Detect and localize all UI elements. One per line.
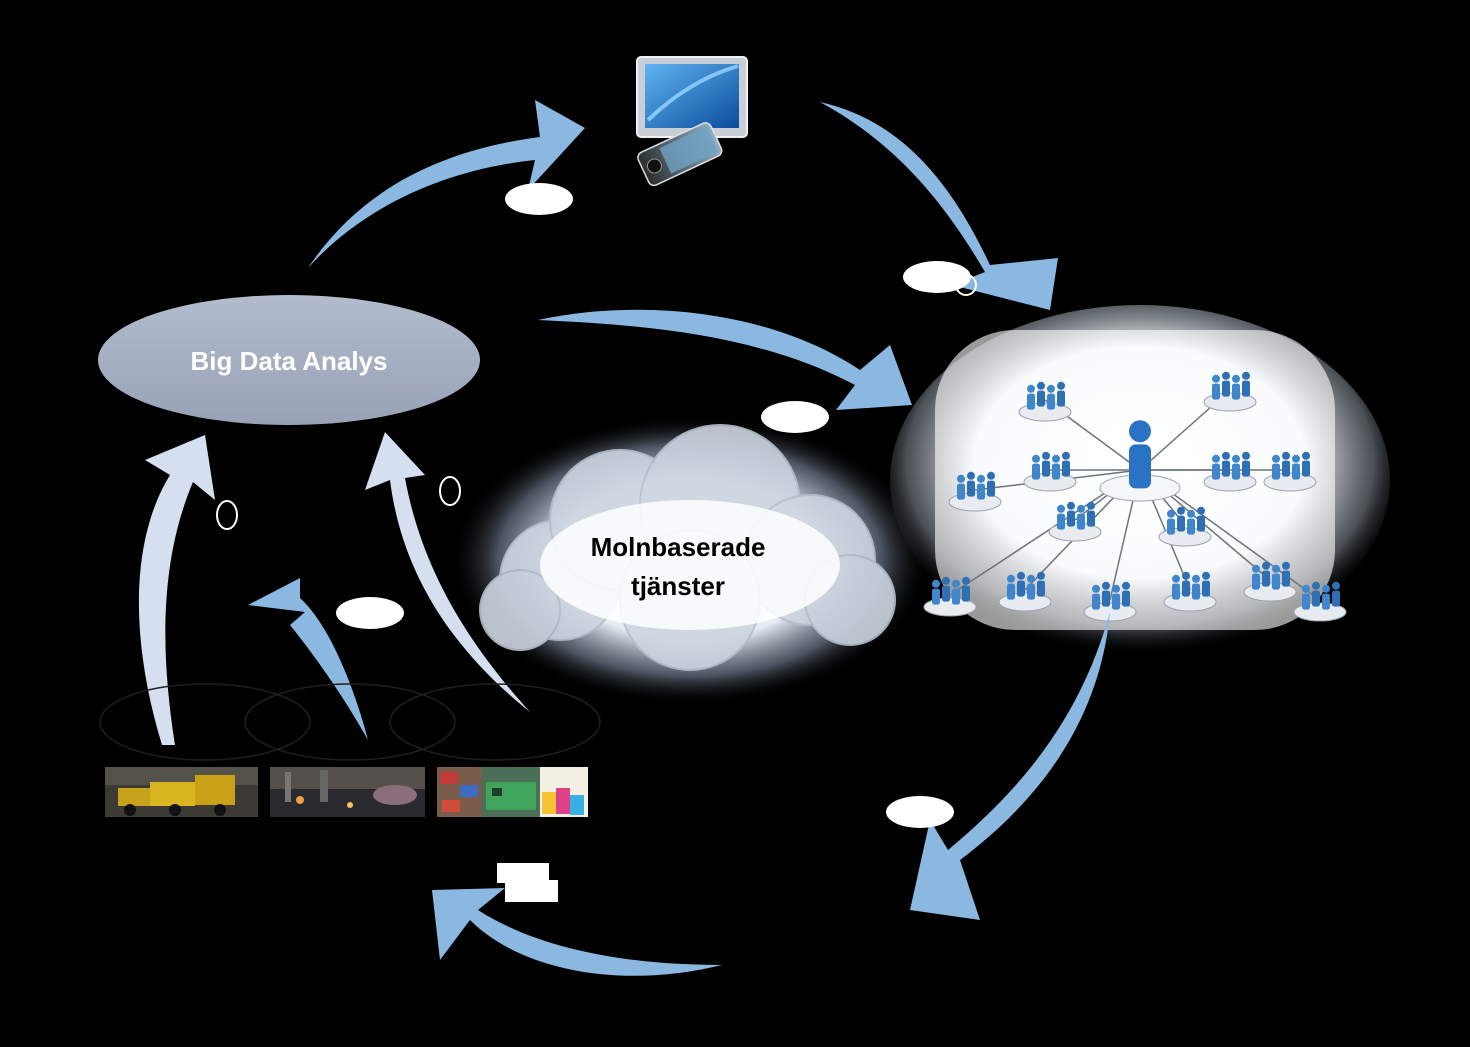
person-figure bbox=[1292, 454, 1300, 480]
logistics-retail-photo bbox=[437, 767, 588, 817]
person-figure bbox=[1122, 581, 1130, 607]
person-figure bbox=[1282, 451, 1290, 477]
arrow-analysis-to-devices bbox=[308, 100, 585, 268]
person-figure bbox=[1182, 571, 1190, 597]
person-figure bbox=[1252, 564, 1260, 590]
person-figure bbox=[1062, 451, 1070, 477]
industrial-plant-photo bbox=[270, 767, 425, 817]
person-figure bbox=[1057, 381, 1065, 407]
arrow-bottom-to-sources bbox=[432, 888, 722, 976]
person-figure bbox=[1232, 454, 1240, 480]
arrow-network-to-bottom bbox=[910, 612, 1110, 920]
person-figure bbox=[942, 576, 950, 602]
person-figure bbox=[1172, 574, 1180, 600]
person-figure bbox=[1242, 371, 1250, 397]
mining-trucks-photo bbox=[105, 767, 258, 817]
person-figure bbox=[1007, 574, 1015, 600]
person-figure bbox=[1232, 374, 1240, 400]
person-figure bbox=[1167, 509, 1175, 535]
big-data-analysis-label: Big Data Analys bbox=[191, 346, 388, 376]
person-figure bbox=[1212, 374, 1220, 400]
person-figure bbox=[1272, 564, 1280, 590]
person-figure bbox=[1302, 451, 1310, 477]
callout-blank-2 bbox=[903, 261, 971, 293]
connector-circles bbox=[216, 274, 977, 530]
monitor-icon bbox=[636, 56, 748, 147]
person-figure bbox=[1037, 571, 1045, 597]
cloud-services-node: Molnbaserade tjänster bbox=[450, 415, 930, 705]
person-figure bbox=[1077, 504, 1085, 530]
big-data-analysis-node: Big Data Analys bbox=[98, 295, 480, 425]
person-figure bbox=[1192, 574, 1200, 600]
person-figure bbox=[1197, 506, 1205, 532]
person-figure bbox=[1302, 584, 1310, 610]
person-figure bbox=[1177, 506, 1185, 532]
callout-blank-7 bbox=[505, 880, 558, 902]
person-figure bbox=[1202, 571, 1210, 597]
person-figure bbox=[1112, 584, 1120, 610]
person-figure bbox=[957, 474, 965, 500]
arrow-left-source-up bbox=[138, 435, 215, 745]
person-figure bbox=[1129, 420, 1151, 489]
person-figure bbox=[932, 579, 940, 605]
arrow-right-source-up bbox=[365, 432, 530, 712]
person-figure bbox=[1042, 451, 1050, 477]
person-figure bbox=[1037, 381, 1045, 407]
cloud-label-line1: Molnbaserade bbox=[591, 532, 766, 562]
person-figure bbox=[1332, 581, 1340, 607]
phone-icon bbox=[637, 122, 723, 187]
person-figure bbox=[1272, 454, 1280, 480]
person-figure bbox=[1047, 384, 1055, 410]
person-figure bbox=[1102, 581, 1110, 607]
cycle-arrows bbox=[138, 100, 1110, 976]
callout-blank-3 bbox=[761, 401, 829, 433]
person-figure bbox=[1057, 504, 1065, 530]
person-figure bbox=[1282, 561, 1290, 587]
person-figure bbox=[1092, 584, 1100, 610]
callout-blank-1 bbox=[505, 183, 573, 215]
people-network-icon bbox=[923, 371, 1347, 622]
callout-blank-4 bbox=[336, 597, 404, 629]
person-figure bbox=[1187, 509, 1195, 535]
person-figure bbox=[1027, 384, 1035, 410]
person-figure bbox=[1222, 371, 1230, 397]
person-figure bbox=[1212, 454, 1220, 480]
person-figure bbox=[967, 471, 975, 497]
person-figure bbox=[1262, 561, 1270, 587]
cloud-label-line2: tjänster bbox=[631, 571, 725, 601]
source-photos bbox=[105, 767, 588, 817]
person-figure bbox=[1052, 454, 1060, 480]
person-figure bbox=[1032, 454, 1040, 480]
person-figure bbox=[977, 474, 985, 500]
callout-blank-5 bbox=[886, 796, 954, 828]
arrow-analysis-to-network bbox=[538, 309, 912, 410]
person-figure bbox=[987, 471, 995, 497]
person-figure bbox=[962, 576, 970, 602]
person-figure bbox=[1222, 451, 1230, 477]
arrow-devices-to-network bbox=[820, 102, 1058, 310]
person-figure bbox=[1242, 451, 1250, 477]
source-ellipses bbox=[99, 683, 601, 761]
blank-callouts bbox=[336, 183, 971, 902]
person-figure bbox=[1027, 574, 1035, 600]
arrow-middle-source-up bbox=[248, 578, 368, 740]
person-figure bbox=[1087, 501, 1095, 527]
people-network-node bbox=[890, 305, 1390, 655]
person-figure bbox=[1067, 501, 1075, 527]
person-figure bbox=[1017, 571, 1025, 597]
person-figure bbox=[1312, 581, 1320, 607]
devices-node bbox=[636, 56, 748, 187]
callout-blank-6 bbox=[497, 863, 549, 883]
person-figure bbox=[1322, 584, 1330, 610]
person-figure bbox=[952, 579, 960, 605]
